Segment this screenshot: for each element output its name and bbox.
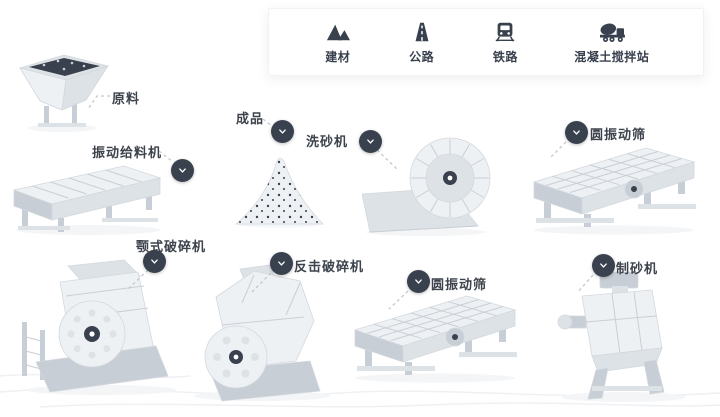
vibrating-screen-top-marker-badge [565, 121, 588, 144]
legend-item-concrete-mixing-plant: 混凝土搅拌站 [574, 20, 649, 65]
legend-item-railway: 铁路 [490, 20, 520, 65]
vibrating-screen-top-illustration [532, 147, 696, 235]
jaw-crusher-marker-badge [143, 250, 166, 273]
sand-making-machine-marker-badge [592, 254, 615, 277]
label-sand-making-machine: 制砂机 [616, 261, 659, 276]
legend-label: 建材 [325, 49, 351, 64]
label-sand-washer: 洗砂机 [306, 134, 349, 149]
mixer-truck-icon [599, 23, 625, 42]
vibrating-screen-bottom-marker-badge [407, 270, 430, 293]
finished-product-marker-badge [271, 120, 294, 143]
chevron-down-icon [367, 139, 374, 144]
finished-product-pile-illustration [234, 157, 324, 228]
legend-label: 铁路 [492, 49, 518, 64]
chevron-down-icon [278, 261, 285, 266]
label-raw-material: 原料 [112, 91, 141, 106]
impact-crusher-illustration [194, 264, 330, 402]
vibrating-screen-bottom-illustration [353, 295, 517, 383]
impact-crusher-marker-badge [270, 252, 293, 275]
road-icon [415, 22, 429, 41]
jaw-crusher-illustration [21, 259, 176, 395]
chevron-down-icon [415, 279, 422, 284]
aggregate-pile-icon [326, 24, 350, 40]
sand-washer-illustration [362, 137, 491, 236]
legend-label: 公路 [409, 49, 435, 64]
chevron-down-icon [600, 263, 607, 268]
chevron-down-icon [151, 259, 158, 264]
legend-item-highway: 公路 [407, 20, 437, 65]
chevron-down-icon [573, 130, 580, 135]
sand-making-machine-illustration [557, 271, 686, 402]
label-finished-product: 成品 [236, 111, 265, 126]
legend-card: 建材 公路 铁路 [268, 8, 704, 76]
label-vibrating-feeder: 振动给料机 [92, 145, 163, 160]
sand-washer-marker-badge [359, 130, 382, 153]
legend-label: 混凝土搅拌站 [574, 49, 650, 64]
raw-material-hopper-illustration [18, 54, 110, 132]
train-icon [496, 22, 515, 42]
chevron-down-icon [279, 129, 286, 134]
label-vibrating-screen-bottom: 圆振动筛 [431, 277, 488, 292]
label-impact-crusher: 反击破碎机 [294, 259, 365, 274]
vibrating-feeder-illustration [12, 165, 162, 235]
chevron-down-icon [179, 168, 186, 173]
vibrating-feeder-marker-badge [171, 159, 194, 182]
legend-item-building-materials: 建材 [323, 20, 353, 65]
label-vibrating-screen-top: 圆振动筛 [590, 127, 647, 142]
